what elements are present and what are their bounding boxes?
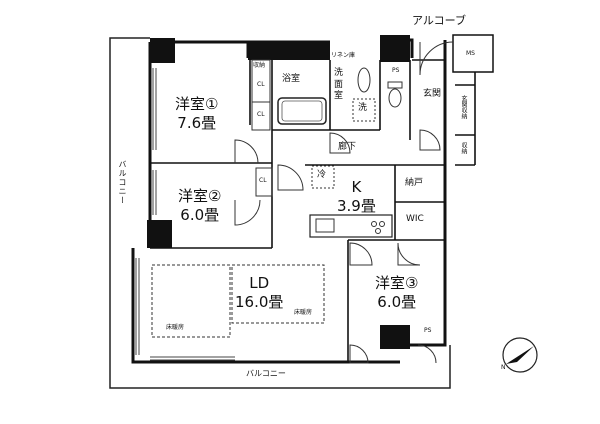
- living-name: LD: [249, 274, 270, 292]
- compass: [502, 337, 538, 373]
- fridge-label: 冷: [317, 170, 327, 180]
- bath-label: 浴室: [282, 74, 301, 84]
- pantry-label: 納戸: [405, 178, 424, 188]
- door-swings: [234, 41, 454, 364]
- living-size: 16.0畳: [235, 292, 284, 311]
- washroom-label: 洗面室: [334, 68, 344, 102]
- bedroom1-name: 洋室①: [175, 95, 219, 113]
- ps-bottom-label: PS: [424, 327, 432, 334]
- floor-heating-label-1: 床暖房: [166, 324, 185, 331]
- linen-label: リネン庫: [331, 52, 356, 59]
- ms-label: MS: [466, 50, 475, 57]
- toilet: [388, 88, 402, 108]
- kitchen-size: 3.9畳: [337, 196, 376, 215]
- bedroom2-size: 6.0畳: [180, 205, 220, 224]
- windows: [135, 68, 235, 361]
- entrance-label: 玄関: [423, 89, 442, 99]
- closet-label-1: CL: [257, 81, 265, 88]
- floor-heating-label-2: 床暖房: [294, 309, 313, 316]
- storage-hall-label: 収納: [460, 142, 467, 154]
- bedroom2-label: 洋室② 6.0畳: [178, 187, 221, 225]
- washbasin: [357, 67, 371, 93]
- kitchen-label: K 3.9畳: [337, 178, 376, 216]
- closet-label-2: CL: [257, 111, 265, 118]
- ps-top-label: PS: [392, 67, 400, 74]
- balcony-bottom-label: バルコニー: [246, 369, 286, 378]
- wash-mark-label: 洗: [358, 103, 368, 113]
- alcove-label: アルコーブ: [412, 14, 467, 27]
- balcony-outline: [109, 37, 451, 389]
- bedroom2-name: 洋室②: [178, 187, 222, 205]
- closets: [251, 59, 273, 197]
- ms-box: [452, 34, 494, 73]
- floor-heating-areas: [151, 264, 325, 338]
- bedroom3-label: 洋室③ 6.0畳: [375, 274, 418, 312]
- bedroom1-size: 7.6畳: [177, 113, 217, 132]
- entrance-storage-label: 玄関収納: [460, 95, 467, 119]
- storage-small-label: 収納: [253, 62, 266, 69]
- kitchen-name: K: [351, 178, 362, 196]
- bathtub: [277, 97, 327, 125]
- balcony-side-label: バルコニー: [118, 160, 127, 205]
- living-label: LD 16.0畳: [235, 274, 283, 312]
- bedroom3-size: 6.0畳: [377, 292, 417, 311]
- bedroom3-name: 洋室③: [375, 274, 419, 292]
- washing-machine-pan: [352, 98, 376, 122]
- columns: [147, 35, 410, 349]
- bedroom1-label: 洋室① 7.6畳: [175, 95, 218, 133]
- interior-walls: [150, 59, 476, 362]
- closet-label-3: CL: [259, 177, 267, 184]
- fridge-space: [311, 165, 335, 189]
- compass-mark: N: [501, 364, 506, 371]
- corridor-label: 廊下: [338, 142, 357, 152]
- stove: [371, 221, 385, 234]
- wic-label: WIC: [406, 214, 424, 224]
- kitchen-counter: [309, 214, 393, 238]
